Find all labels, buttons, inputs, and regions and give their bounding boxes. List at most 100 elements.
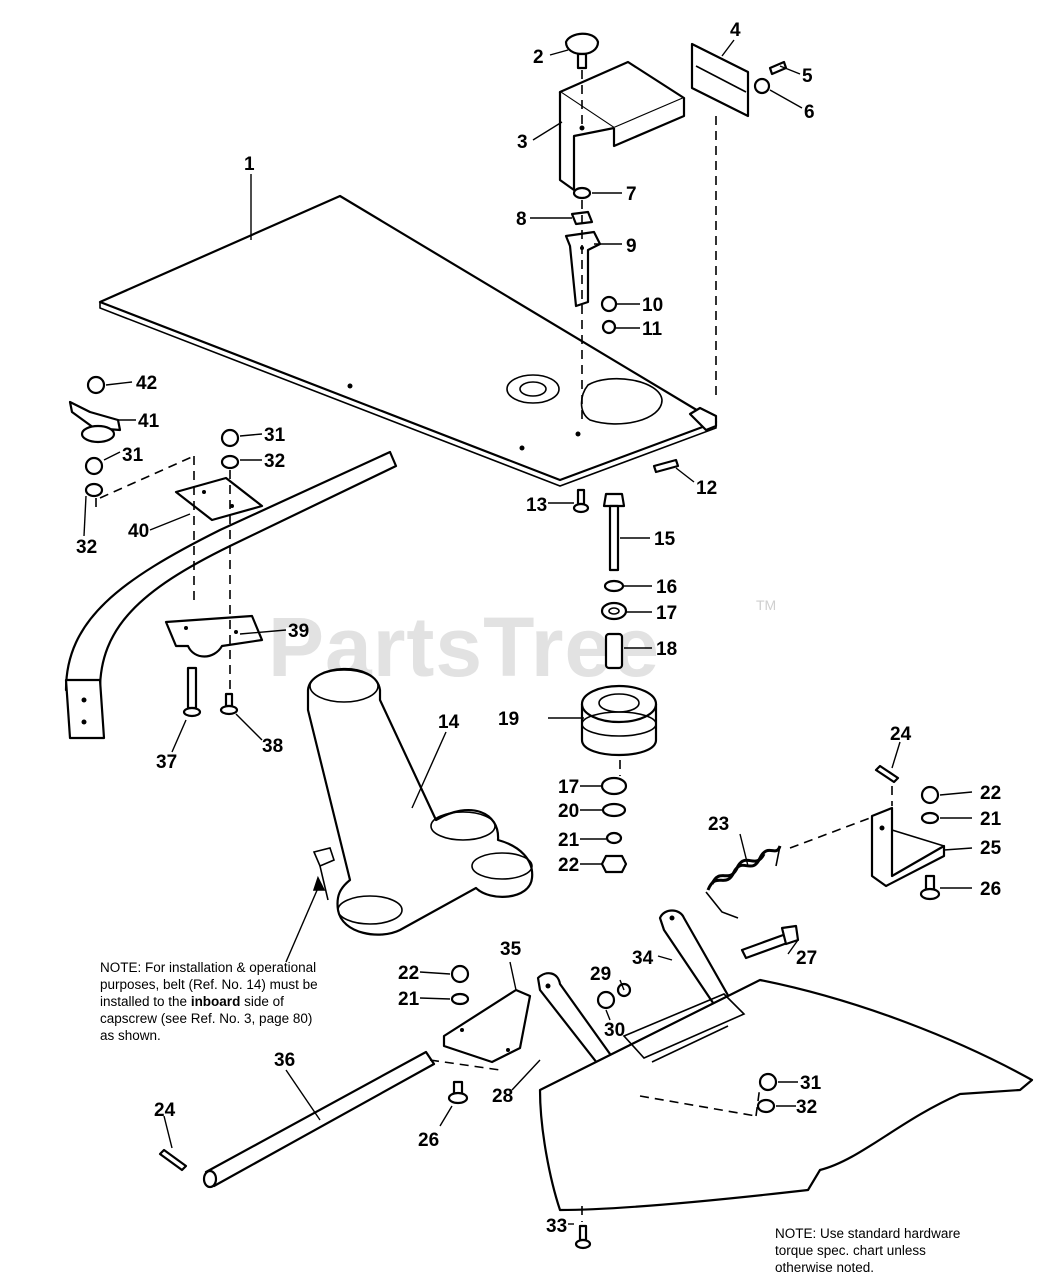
part-32-washer-bottom[interactable] xyxy=(756,1098,776,1114)
callout-40: 40 xyxy=(128,521,149,542)
capscrew-sketch xyxy=(312,847,335,901)
part-15-bolt[interactable] xyxy=(602,492,626,572)
callout-22-center: 22 xyxy=(558,855,579,876)
part-39-bracket[interactable] xyxy=(164,614,264,658)
part-21-washer-center[interactable] xyxy=(605,831,623,845)
callout-labels: 1 2 3 4 5 6 7 8 9 10 11 12 13 14 15 16 1… xyxy=(76,20,1002,1237)
callout-30: 30 xyxy=(604,1020,625,1041)
part-33-screw[interactable] xyxy=(574,1224,592,1250)
part-21-washer-right[interactable] xyxy=(920,811,940,825)
part-40-plate[interactable] xyxy=(174,476,264,522)
part-38-screw[interactable] xyxy=(219,692,239,716)
callout-5: 5 xyxy=(802,66,813,87)
callout-38: 38 xyxy=(262,736,283,757)
callout-32-left: 32 xyxy=(76,537,97,558)
callout-4: 4 xyxy=(730,20,741,41)
callout-31-plate: 31 xyxy=(264,425,286,446)
callout-28: 28 xyxy=(492,1086,513,1107)
callout-21-right: 21 xyxy=(980,809,1002,830)
part-17-bearing-upper[interactable] xyxy=(600,601,628,621)
part-31-nut-left[interactable] xyxy=(84,456,104,476)
callout-19: 19 xyxy=(498,709,519,730)
part-24-pin-left[interactable] xyxy=(158,1148,188,1172)
part-23-spring[interactable] xyxy=(705,845,782,919)
part-19-pulley[interactable] xyxy=(580,684,658,756)
callout-14: 14 xyxy=(438,712,460,733)
part-27-bolt[interactable] xyxy=(740,924,800,960)
callout-23: 23 xyxy=(708,814,729,835)
installation-note-line-3-suffix: side of xyxy=(240,994,284,1009)
callout-39: 39 xyxy=(288,621,309,642)
part-2-knob[interactable] xyxy=(564,32,600,70)
part-26-screw-left[interactable] xyxy=(447,1080,469,1105)
part-11-washer[interactable] xyxy=(601,319,617,335)
callout-31-bottom: 31 xyxy=(800,1073,822,1094)
part-22-nut-right[interactable] xyxy=(920,785,940,805)
part-22-nut-left[interactable] xyxy=(450,964,470,984)
torque-note-line-2: torque spec. chart unless xyxy=(775,1243,926,1258)
callout-18: 18 xyxy=(656,639,677,660)
part-16-washer[interactable] xyxy=(603,579,625,593)
callout-32-plate: 32 xyxy=(264,451,285,472)
callout-34: 34 xyxy=(632,948,654,969)
callout-21-left: 21 xyxy=(398,989,420,1010)
callout-12: 12 xyxy=(696,478,717,499)
callout-17-lower: 17 xyxy=(558,777,579,798)
callout-11: 11 xyxy=(642,319,663,340)
part-14-belt[interactable] xyxy=(306,667,534,936)
callout-8: 8 xyxy=(516,209,527,230)
callout-36: 36 xyxy=(274,1050,295,1071)
installation-note-line-4: capscrew (see Ref. No. 3, page 80) xyxy=(100,1011,313,1026)
part-32-washer-plate[interactable] xyxy=(220,454,240,470)
part-9-bracket[interactable] xyxy=(564,230,602,308)
callout-9: 9 xyxy=(626,236,637,257)
part-30-nut[interactable] xyxy=(596,990,616,1010)
callout-13: 13 xyxy=(526,495,547,516)
callout-42: 42 xyxy=(136,373,157,394)
callout-22-right: 22 xyxy=(980,783,1001,804)
callout-35: 35 xyxy=(500,939,522,960)
part-24-pin-right[interactable] xyxy=(874,764,900,784)
part-4-hinge[interactable] xyxy=(690,42,750,118)
part-25-bracket[interactable] xyxy=(870,806,946,888)
torque-note-line-1: NOTE: Use standard hardware xyxy=(775,1226,961,1241)
installation-note-bold-word: inboard xyxy=(190,994,241,1009)
part-35-bracket[interactable] xyxy=(442,988,532,1064)
part-17-bearing-lower[interactable] xyxy=(600,776,628,796)
callout-16: 16 xyxy=(656,577,677,598)
installation-note-line-3: installed to the xyxy=(100,994,191,1009)
callout-26-right: 26 xyxy=(980,879,1001,900)
callout-37: 37 xyxy=(156,752,177,773)
part-3-bracket[interactable] xyxy=(558,60,686,192)
part-1-cover-plate[interactable] xyxy=(98,194,718,487)
part-31-nut-bottom[interactable] xyxy=(758,1072,778,1092)
callout-25: 25 xyxy=(980,838,1002,859)
part-18-spacer[interactable] xyxy=(604,632,624,670)
frame-tube xyxy=(64,450,398,740)
part-12-bolt[interactable] xyxy=(652,458,680,474)
callout-3: 3 xyxy=(517,132,528,153)
callout-26-left: 26 xyxy=(418,1130,439,1151)
callout-6: 6 xyxy=(804,102,815,123)
part-13-screw[interactable] xyxy=(572,488,590,514)
part-22-nut-center[interactable] xyxy=(600,854,628,874)
part-41-wing-nut[interactable] xyxy=(68,400,122,444)
part-32-washer-left[interactable] xyxy=(84,482,104,498)
part-42-nut[interactable] xyxy=(86,375,106,395)
part-10-nut[interactable] xyxy=(600,295,618,313)
part-20-washer[interactable] xyxy=(601,802,627,818)
part-37-screw[interactable] xyxy=(182,666,202,718)
torque-note: NOTE: Use standard hardware torque spec.… xyxy=(775,1225,960,1276)
part-26-screw-right[interactable] xyxy=(919,874,941,901)
part-6-nut[interactable] xyxy=(753,77,771,95)
leader-lines xyxy=(83,39,973,1225)
callout-7: 7 xyxy=(626,184,637,205)
part-21-washer-left[interactable] xyxy=(450,992,470,1006)
part-31-nut-plate[interactable] xyxy=(220,428,240,448)
assembly-lines xyxy=(95,70,893,1222)
callout-1: 1 xyxy=(244,154,255,175)
callout-41: 41 xyxy=(138,411,160,432)
part-7-washer[interactable] xyxy=(572,186,592,200)
callout-27: 27 xyxy=(796,948,817,969)
